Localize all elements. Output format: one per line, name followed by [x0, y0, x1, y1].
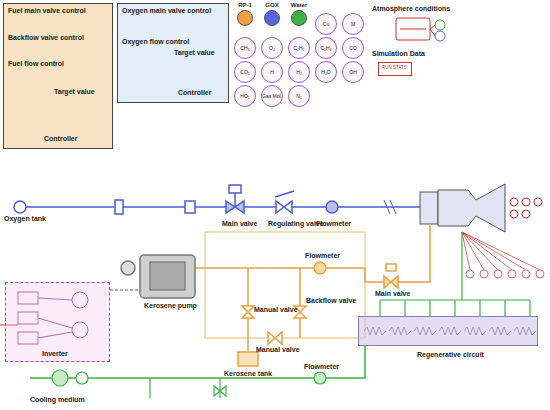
- legend-item: Water: [285, 2, 313, 26]
- component-label: Backflow valve: [306, 297, 356, 305]
- control-panel: Oxygen main valve controlOxygen flow con…: [117, 3, 229, 103]
- run-stats-button: RUN STATS: [378, 62, 412, 76]
- species-circle: C₂H₄: [315, 37, 337, 59]
- panel-label: Controller: [178, 89, 211, 97]
- component-label: Kerosene tank: [224, 370, 272, 378]
- species-circle: CO₂: [234, 61, 256, 83]
- panel-label: Fuel flow control: [8, 60, 64, 68]
- engine: [420, 184, 542, 232]
- component-label: Cooling medium: [30, 396, 85, 404]
- regenerative-band: Regenerative circuit: [358, 316, 538, 346]
- inverter-box: Inverter: [5, 282, 110, 362]
- panel-heading: Inverter: [42, 350, 68, 358]
- legend-swatch: [291, 10, 307, 26]
- legend-item: RP-1: [231, 2, 259, 26]
- species-circle: CO: [342, 37, 364, 59]
- legend-swatch: [264, 10, 280, 26]
- species-circle: Gas Mol.: [261, 85, 283, 107]
- panel-heading: RUN STATS: [382, 66, 407, 71]
- legend-swatch: [237, 10, 253, 26]
- sensor-fan: [462, 232, 544, 278]
- species-circle: Cu: [315, 13, 337, 35]
- species-circle: O₂: [261, 37, 283, 59]
- species-circle: M: [342, 13, 364, 35]
- species-circle: H₂: [288, 61, 310, 83]
- species-circle: CH₄: [234, 37, 256, 59]
- panel-heading: Oxygen main valve control: [122, 7, 211, 15]
- legend-text: RP-1: [231, 2, 259, 8]
- panel-label: Controller: [44, 135, 77, 143]
- panel-label: Oxygen flow control: [122, 38, 189, 46]
- species-circle: N₂: [288, 85, 310, 107]
- panel-label: Target value: [174, 49, 215, 57]
- component-label: Atmosphere conditions: [372, 5, 450, 13]
- legend-text: GOX: [258, 2, 286, 8]
- species-circle: HO₂: [234, 85, 256, 107]
- legend-text: Water: [285, 2, 313, 8]
- panel-heading: Regenerative circuit: [417, 351, 484, 359]
- species-circle: H₂O: [315, 61, 337, 83]
- species-circle: H: [261, 61, 283, 83]
- component-label: Flowmeter: [305, 252, 340, 260]
- component-label: Main valve: [222, 220, 257, 228]
- component-label: Flowmeter: [304, 363, 339, 371]
- panel-label: Backflow valve control: [8, 34, 84, 42]
- control-panel: Fuel main valve controlBackflow valve co…: [3, 3, 113, 149]
- oxygen-line: [14, 185, 420, 214]
- component-label: Manual valve: [256, 346, 300, 354]
- component-label: Manual valve: [254, 306, 298, 314]
- component-label: Main valve: [375, 290, 410, 298]
- component-label: Kerosene pump: [144, 302, 197, 310]
- component-label: Oxygen tank: [4, 215, 46, 223]
- species-circle: OH: [342, 61, 364, 83]
- species-circle: C₂H₂: [288, 37, 310, 59]
- panel-label: Target value: [54, 88, 95, 96]
- component-label: Simulation Data: [372, 50, 425, 58]
- panel-heading: Fuel main valve control: [8, 7, 86, 15]
- component-label: Flowmeter: [316, 220, 351, 228]
- component-label: Regulating valve: [268, 220, 324, 228]
- legend-item: GOX: [258, 2, 286, 26]
- atmosphere-icons: [396, 18, 445, 41]
